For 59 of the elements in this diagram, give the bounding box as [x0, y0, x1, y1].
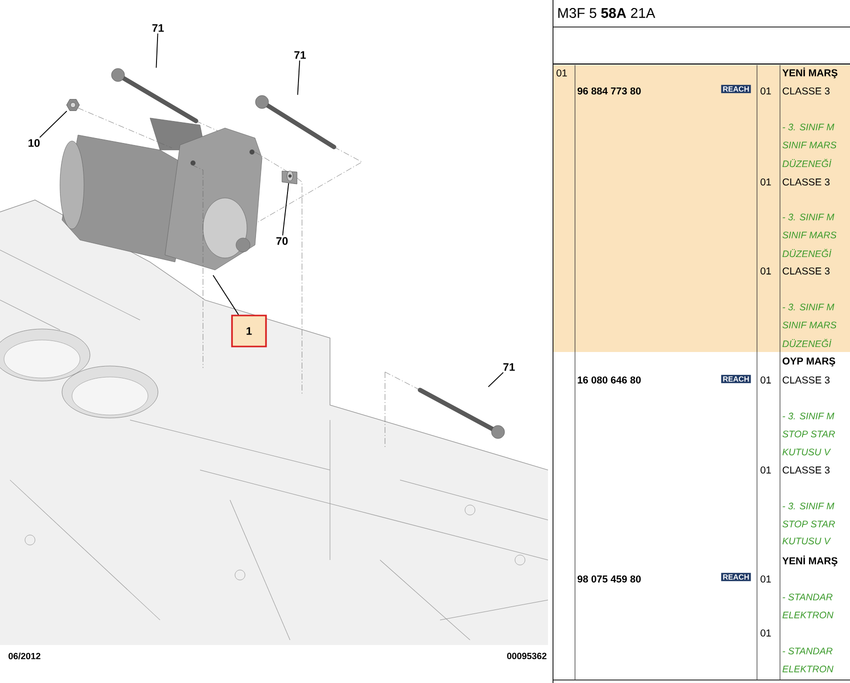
- table-cell: 01: [760, 466, 771, 474]
- starter-motor-drawing: [60, 118, 262, 270]
- drawing-number: 00095362: [507, 652, 546, 660]
- callout-number: 70: [276, 237, 288, 245]
- table-cell: - 3. SINIF M: [782, 502, 834, 510]
- callout-number: 10: [28, 139, 40, 147]
- table-cell: YENİ MARŞ: [782, 556, 838, 566]
- table-cell: CLASSE 3: [782, 466, 830, 474]
- table-cell: STOP STAR: [782, 430, 835, 438]
- leader-line: [156, 33, 158, 68]
- date-label: 06/2012: [8, 652, 40, 660]
- leader-line: [297, 60, 300, 96]
- leader-line: [39, 110, 68, 138]
- leader-line: [488, 372, 504, 388]
- table-cell: SINIF MARS: [782, 232, 836, 238]
- table-cell: OYP MARŞ: [782, 357, 836, 367]
- table-cell: - 3. SINIF M: [782, 124, 834, 130]
- callout-number: 71: [503, 363, 515, 371]
- table-cell: DÜZENEĞİ: [782, 248, 832, 258]
- table-cell: - STANDAR: [782, 594, 832, 600]
- table-cell: SINIF MARS: [782, 142, 836, 148]
- table-cell: ELEKTRON: [782, 666, 834, 672]
- table-cell: 01: [760, 178, 771, 186]
- bolt-drawing: [255, 95, 336, 150]
- leader-line: [282, 182, 290, 236]
- nut-drawing: [66, 99, 80, 111]
- table-cell: 01: [760, 575, 771, 583]
- sleeve-drawing: [282, 170, 298, 184]
- table-cell: 01: [760, 376, 771, 384]
- table-cell: DÜZENEĞİ: [782, 158, 832, 168]
- table-cell: 01: [760, 629, 771, 637]
- table-cell: SINIF MARS: [782, 322, 836, 328]
- callout-box: 1: [231, 314, 267, 348]
- table-cell: STOP STAR: [782, 520, 835, 528]
- table-cell: CLASSE 3: [782, 178, 830, 186]
- table-title: M3F 5 58A 21A: [558, 8, 656, 18]
- table-cell: 01: [760, 267, 771, 275]
- callout-number: 71: [294, 51, 306, 59]
- table-cell: 16 080 646 80: [578, 376, 641, 384]
- table-cell: - STANDAR: [782, 648, 832, 654]
- callout-number: 71: [152, 24, 164, 32]
- table-cell: 01: [760, 87, 771, 95]
- bolt-drawing: [418, 388, 505, 439]
- table-cell: - 3. SINIF M: [782, 304, 834, 310]
- table-cell: 98 075 459 80: [578, 575, 641, 583]
- table-cell: 96 884 773 80: [578, 87, 641, 95]
- table-cell: - 3. SINIF M: [782, 412, 834, 420]
- table-cell: YENİ MARŞ: [782, 68, 838, 78]
- table-cell: CLASSE 3: [782, 87, 830, 95]
- table-cell: - 3. SINIF M: [782, 214, 834, 220]
- table-cell: DÜZENEĞİ: [782, 338, 832, 348]
- leader-line: [212, 274, 239, 316]
- table-cell: CLASSE 3: [782, 267, 830, 275]
- table-cell: KUTUSU V: [782, 448, 831, 456]
- table-cell: 01: [556, 69, 567, 77]
- bolt-drawing: [111, 68, 198, 124]
- table-cell: ELEKTRON: [782, 612, 834, 618]
- table-cell: KUTUSU V: [782, 538, 831, 544]
- table-cell: CLASSE 3: [782, 376, 830, 384]
